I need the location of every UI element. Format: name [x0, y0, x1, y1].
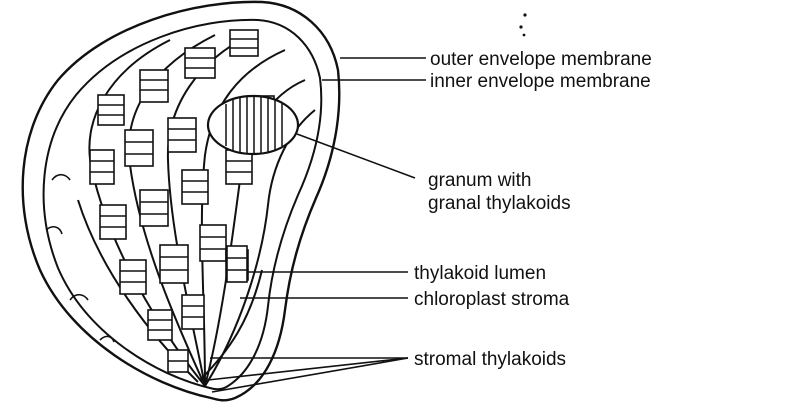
label-granum-line1: granum with [428, 170, 532, 191]
label-outer-envelope-membrane: outer envelope membrane [430, 49, 652, 70]
speck-marks [519, 13, 526, 36]
grana-stacks [90, 30, 274, 372]
leader-stromal-2 [208, 358, 408, 380]
label-granum-line2: granal thylakoids [428, 193, 571, 214]
label-stromal-thylakoids: stromal thylakoids [414, 349, 566, 370]
outer-envelope-membrane [23, 2, 340, 400]
label-thylakoid-lumen: thylakoid lumen [414, 263, 546, 284]
leader-granum [297, 134, 415, 178]
label-chloroplast-stroma: chloroplast stroma [414, 289, 570, 310]
highlighted-granum [208, 96, 298, 154]
thylakoid-lumen-stack [227, 246, 247, 282]
label-inner-envelope-membrane: inner envelope membrane [430, 71, 651, 92]
